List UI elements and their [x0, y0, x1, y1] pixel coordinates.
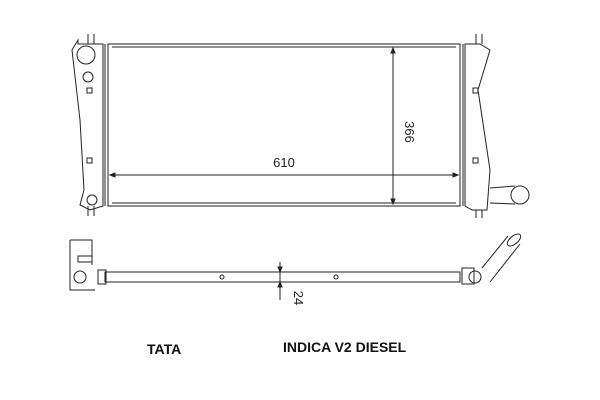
outlet-pipe-side — [481, 235, 521, 283]
right-tank — [464, 43, 491, 211]
model-label: INDICA V2 DIESEL — [283, 339, 407, 355]
thickness-dimension — [277, 262, 283, 300]
left-tank — [71, 38, 104, 211]
radiator-core — [107, 43, 461, 207]
width-dimension — [108, 172, 460, 178]
side-view — [69, 233, 522, 300]
height-dimension — [390, 46, 396, 206]
make-label: TATA — [147, 341, 182, 357]
height-dim-label: 366 — [402, 121, 417, 143]
outlet-pipe — [489, 185, 516, 205]
front-view — [71, 34, 530, 218]
thickness-dim-label: 24 — [291, 291, 306, 305]
core-side — [104, 271, 461, 283]
filler-cap — [76, 45, 96, 65]
width-dim-label: 610 — [273, 155, 295, 170]
